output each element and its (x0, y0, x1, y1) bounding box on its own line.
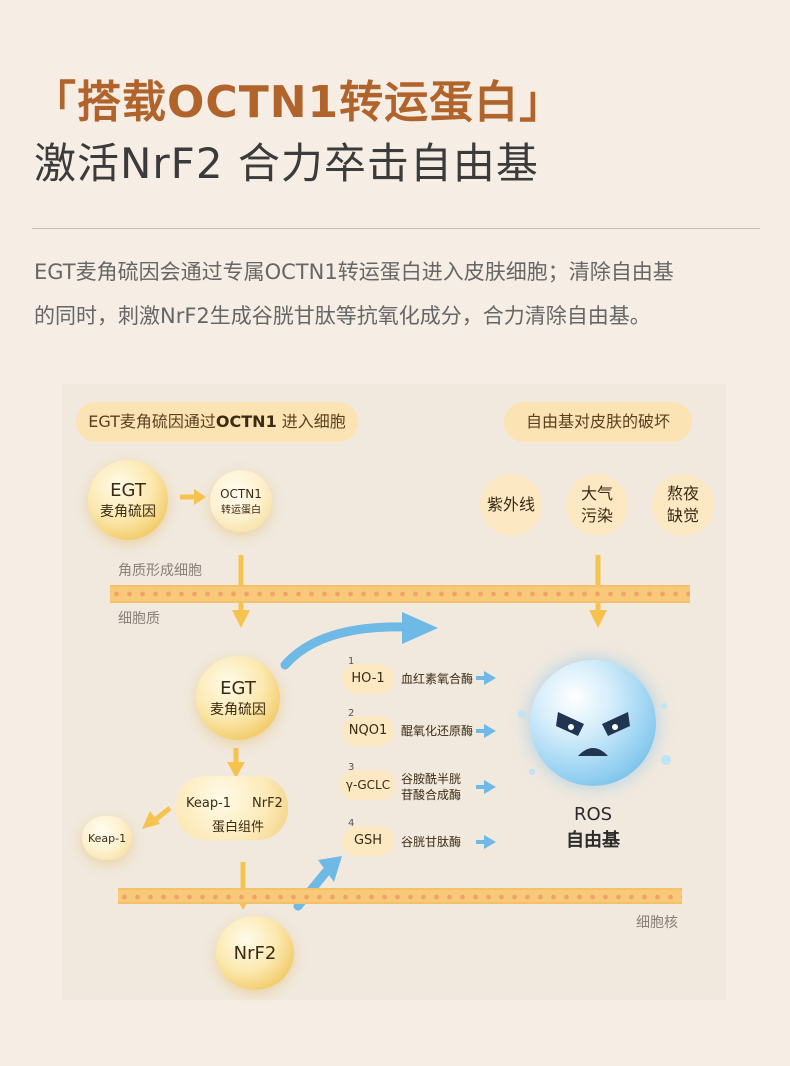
egt-orb-label: EGT (110, 479, 146, 501)
entry-pill-suffix: 进入细胞 (276, 412, 346, 431)
keap1-orb: Keap-1 (82, 816, 132, 860)
arrow-enzyme-1 (476, 671, 496, 685)
nucleus-membrane (118, 888, 682, 904)
nrf2-label: NrF2 (233, 942, 277, 964)
arrow-egt-to-ros (280, 612, 438, 670)
enzyme-2-name: 醌氧化还原酶 (401, 724, 474, 738)
octn1-orb-sublabel: 转运蛋白 (221, 504, 261, 516)
enzyme-4-name: 谷胱甘肽酶 (401, 835, 462, 849)
octn1-orb-label: OCTN1 (220, 486, 262, 501)
inner-egt-sublabel: 麦角硫因 (210, 701, 266, 718)
enzyme-2-number: 2 (348, 708, 355, 719)
enzyme-3-code: γ-GCLC (340, 770, 396, 800)
damage-pill: 自由基对皮肤的破坏 (504, 402, 692, 442)
cause-sleep-line2: 缺觉 (666, 506, 699, 525)
divider (32, 228, 760, 229)
cause-sleep-line1: 熬夜 (666, 484, 699, 503)
nrf2-orb: NrF2 (216, 916, 294, 990)
arrow-egt-to-octn1 (180, 489, 206, 505)
cause-uv: 紫外线 (480, 474, 542, 536)
intro-line-2: 的同时，刺激NrF2生成谷胱甘肽等抗氧化成分，合力清除自由基。 (34, 304, 651, 328)
ros-sublabel: 自由基 (566, 830, 620, 851)
cause-sleep: 熬夜 缺觉 (652, 474, 714, 536)
entry-pill: EGT麦角硫因通过OCTN1 进入细胞 (76, 402, 358, 442)
enzyme-1-code: HO-1 (342, 664, 394, 694)
intro-line-1: EGT麦角硫因会通过专属OCTN1转运蛋白进入皮肤细胞；清除自由基 (34, 260, 674, 284)
cause-pollution-line2: 污染 (580, 506, 613, 525)
enzyme-3-number: 3 (348, 762, 355, 773)
enzyme-3-name-line2: 苷酸合成酶 (401, 788, 462, 802)
keap-complex-caption: 蛋白组件 (212, 820, 265, 835)
nucleus-label: 细胞核 (636, 915, 678, 931)
keratinocyte-label: 角质形成细胞 (118, 563, 202, 579)
keap1-label: Keap-1 (87, 831, 127, 845)
ros-sphere (530, 660, 656, 786)
octn1-orb: OCTN1 转运蛋白 (210, 470, 272, 532)
arrow-egt-to-keap (227, 748, 245, 778)
cause-pollution: 大气 污染 (566, 474, 628, 536)
cause-pollution-line1: 大气 (580, 484, 613, 503)
keap-complex-right: NrF2 (252, 796, 283, 811)
cause-uv-label: 紫外线 (486, 495, 535, 514)
inner-egt-label: EGT (220, 677, 256, 699)
intro-paragraph: EGT麦角硫因会通过专属OCTN1转运蛋白进入皮肤细胞；清除自由基 的同时，刺激… (34, 250, 764, 338)
arrow-enzyme-2 (476, 724, 496, 738)
enzyme-4-code: GSH (342, 826, 394, 856)
cell-membrane (110, 585, 690, 603)
subheadline: 激活NrF2 合力卒击自由基 (34, 139, 539, 188)
arrow-keap-release (142, 806, 172, 829)
enzyme-2-code: NQO1 (342, 716, 394, 746)
inner-egt-orb: EGT 麦角硫因 (196, 656, 280, 740)
entry-pill-prefix: EGT麦角硫因通过 (88, 412, 216, 431)
egt-orb: EGT 麦角硫因 (88, 460, 168, 540)
entry-pill-bold: OCTN1 (215, 412, 277, 431)
cytoplasm-label: 细胞质 (118, 611, 160, 627)
egt-orb-sublabel: 麦角硫因 (100, 503, 156, 520)
enzyme-1-number: 1 (348, 656, 355, 667)
keap-complex (176, 776, 288, 840)
ros-angry-face-icon (518, 703, 671, 775)
arrow-enzyme-3 (476, 780, 496, 794)
enzyme-4-number: 4 (348, 818, 355, 829)
headline: 「搭载OCTN1转运蛋白」 (32, 77, 565, 128)
ros-label: ROS (574, 804, 613, 825)
arrow-enzyme-4 (476, 835, 496, 849)
enzyme-1-name: 血红素氧合酶 (401, 672, 474, 686)
keap-complex-left: Keap-1 (186, 796, 232, 811)
enzyme-3-name-line1: 谷胺酰半胱 (401, 772, 462, 786)
